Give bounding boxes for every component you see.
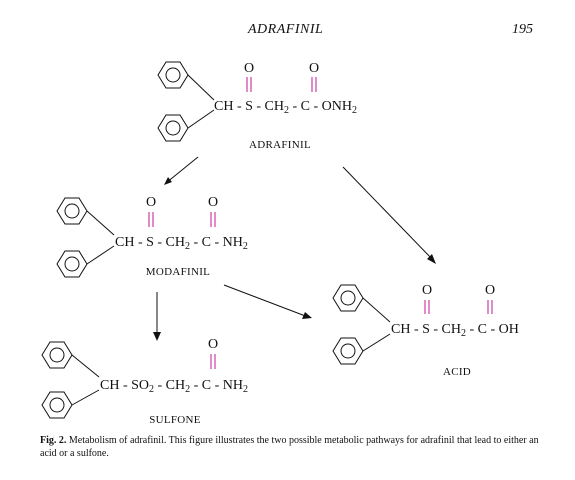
oxygen-label: O xyxy=(244,61,254,76)
phenyl-ring-icon xyxy=(41,341,73,369)
phenyl-ring-icon xyxy=(332,337,364,365)
running-header-title: ADRAFINIL xyxy=(248,22,324,37)
arrow-adrafinil-to-acid xyxy=(342,166,434,261)
acid-label: ACID xyxy=(443,366,471,378)
adrafinil-formula: CH - S - CH2 - C - ONH2 xyxy=(214,99,357,116)
modafinil-label: MODAFINIL xyxy=(146,266,210,278)
metabolism-diagram: O O CH - S - CH2 - C - ONH2 ADRAFINIL O … xyxy=(41,61,519,426)
arrowhead-icon xyxy=(427,254,436,264)
oxygen-label: O xyxy=(146,195,156,210)
phenyl-ring-icon xyxy=(56,250,88,278)
arrow-adrafinil-to-modafinil xyxy=(165,156,199,184)
oxygen-label: O xyxy=(309,61,319,76)
arrowhead-icon xyxy=(153,332,161,341)
acid-formula: CH - S - CH2 - C - OH xyxy=(391,322,519,339)
bond-line xyxy=(187,74,215,101)
phenyl-ring-inner-icon xyxy=(49,347,65,363)
sulfone-label: SULFONE xyxy=(149,414,201,426)
modafinil-structure: O O CH - S - CH2 - C - NH2 MODAFINIL xyxy=(56,195,248,278)
phenyl-ring-inner-icon xyxy=(165,120,181,136)
phenyl-ring-icon xyxy=(56,197,88,225)
oxygen-label: O xyxy=(208,337,218,352)
phenyl-ring-icon xyxy=(332,284,364,312)
oxygen-label: O xyxy=(485,283,495,298)
oxygen-label: O xyxy=(208,195,218,210)
figure-label: Fig. 2. xyxy=(40,435,67,446)
sulfone-formula: CH - SO2 - CH2 - C - NH2 xyxy=(100,378,248,395)
bond-line xyxy=(362,297,391,323)
phenyl-ring-inner-icon xyxy=(165,67,181,83)
phenyl-ring-inner-icon xyxy=(340,290,356,306)
bond-line xyxy=(86,210,115,236)
phenyl-ring-icon xyxy=(157,61,189,89)
arrow-modafinil-to-acid xyxy=(223,284,309,318)
phenyl-ring-inner-icon xyxy=(64,203,80,219)
phenyl-ring-icon xyxy=(41,391,73,419)
arrowhead-icon xyxy=(302,312,312,319)
bond-line xyxy=(71,389,100,406)
arrowhead-icon xyxy=(164,177,172,185)
adrafinil-structure: O O CH - S - CH2 - C - ONH2 ADRAFINIL xyxy=(157,61,357,151)
oxygen-label: O xyxy=(422,283,432,298)
sulfone-structure: O CH - SO2 - CH2 - C - NH2 SULFONE xyxy=(41,337,248,426)
bond-line xyxy=(187,109,215,129)
acid-structure: O O CH - S - CH2 - C - OH ACID xyxy=(332,283,519,378)
pathway-arrows xyxy=(153,156,436,341)
modafinil-formula: CH - S - CH2 - C - NH2 xyxy=(115,235,248,252)
adrafinil-label: ADRAFINIL xyxy=(249,139,311,151)
phenyl-ring-icon xyxy=(157,114,189,142)
phenyl-ring-inner-icon xyxy=(64,256,80,272)
bond-line xyxy=(86,245,115,265)
bond-line xyxy=(71,354,100,378)
bond-line xyxy=(362,333,391,352)
caption-text: Metabolism of adrafinil. This figure ill… xyxy=(40,435,539,459)
figure-caption: Fig. 2. Metabolism of adrafinil. This fi… xyxy=(40,434,540,460)
page-number: 195 xyxy=(512,22,533,37)
phenyl-ring-inner-icon xyxy=(340,343,356,359)
phenyl-ring-inner-icon xyxy=(49,397,65,413)
